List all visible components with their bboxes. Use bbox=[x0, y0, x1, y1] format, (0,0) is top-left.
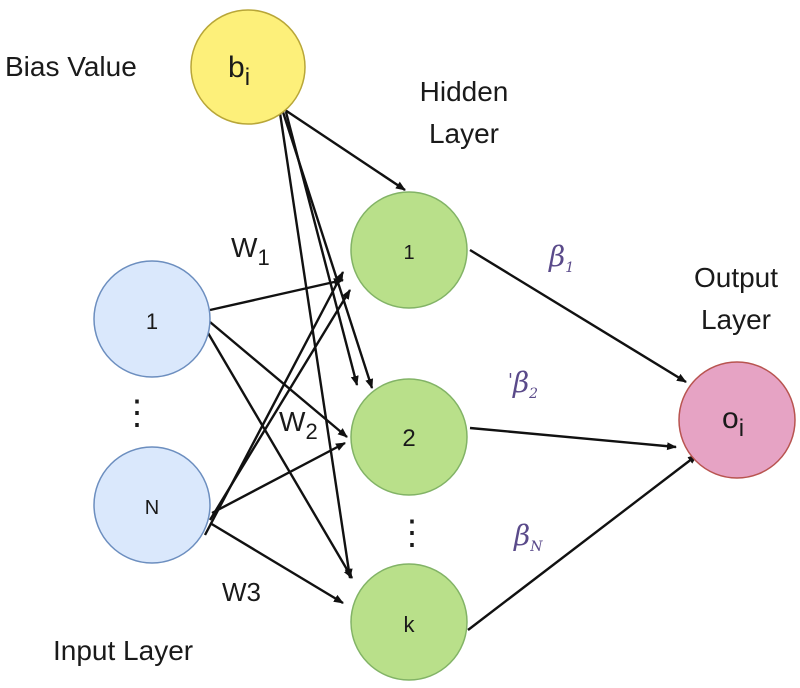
input-node-n-label: N bbox=[145, 497, 159, 519]
svg-text:W1: W1 bbox=[231, 232, 270, 270]
beta-2-symbol: β bbox=[512, 366, 529, 399]
input-edges bbox=[203, 271, 354, 605]
edge-bias-hidden-1 bbox=[284, 109, 406, 191]
weight-w1-symbol: W bbox=[231, 232, 258, 263]
hidden-layer-label-line1: Hidden bbox=[420, 76, 509, 107]
output-layer-label-line1: Output bbox=[694, 262, 778, 293]
svg-text:oi: oi bbox=[722, 402, 744, 442]
beta-n-subscript: N bbox=[529, 539, 543, 555]
weight-w1-subscript: 1 bbox=[257, 245, 269, 270]
hidden-layer-label-line2: Layer bbox=[429, 118, 499, 149]
beta-2-subscript: 2 bbox=[528, 386, 538, 402]
hidden-node-1-circle bbox=[350, 191, 468, 309]
edge-hidden-2-output bbox=[469, 426, 677, 451]
output-layer-label-line2: Layer bbox=[701, 304, 771, 335]
output-node-circle bbox=[678, 361, 796, 479]
hidden-node-k-circle bbox=[350, 563, 468, 681]
edge-input-1-hidden-1 bbox=[209, 278, 344, 312]
weight-w3-label: W3 bbox=[222, 577, 261, 607]
bias-value-label: Bias Value bbox=[5, 51, 137, 82]
edge-input-1-hidden-k bbox=[206, 332, 354, 579]
hidden-node-k-label: k bbox=[404, 612, 416, 637]
bias-edges bbox=[278, 109, 406, 579]
hidden-node-1-label: 1 bbox=[403, 242, 414, 264]
hidden-node-1: 1 bbox=[350, 191, 468, 309]
input-node-n-circle bbox=[93, 446, 211, 564]
hidden-node-2-label: 2 bbox=[402, 425, 415, 452]
edge-hidden-1-output bbox=[469, 248, 687, 384]
edge-input-n-hidden-1-b bbox=[208, 289, 352, 521]
bias-node-symbol: b bbox=[228, 51, 245, 84]
hidden-node-2-circle bbox=[350, 378, 468, 496]
edge-input-1-hidden-2 bbox=[209, 321, 348, 438]
edge-input-n-hidden-k bbox=[209, 521, 344, 605]
edge-hidden-k-output bbox=[467, 454, 698, 631]
edge-input-n-hidden-2 bbox=[211, 441, 346, 515]
output-node-symbol: o bbox=[722, 402, 739, 435]
input-node-1-label: 1 bbox=[146, 309, 158, 334]
hidden-node-k: k bbox=[350, 563, 468, 681]
edge-bias-hidden-2-b bbox=[284, 111, 359, 386]
hidden-ellipsis: ⋮ bbox=[395, 514, 429, 552]
bias-node: bi bbox=[190, 9, 306, 125]
input-node-1-circle bbox=[93, 260, 211, 378]
weight-w2-symbol: W bbox=[279, 406, 306, 437]
svg-text:bi: bi bbox=[228, 51, 250, 91]
svg-text:βN: βN bbox=[513, 519, 543, 555]
input-node-1: 1 bbox=[93, 260, 211, 378]
output-node: oi bbox=[678, 361, 796, 479]
input-node-n: N bbox=[93, 446, 211, 564]
beta-1-subscript: 1 bbox=[565, 260, 574, 276]
output-node-subscript: i bbox=[739, 415, 744, 442]
beta-1-symbol: β bbox=[548, 240, 565, 273]
input-layer-label: Input Layer bbox=[53, 635, 193, 666]
hidden-node-2: 2 bbox=[350, 378, 468, 496]
svg-text:'β2: 'β2 bbox=[508, 366, 538, 402]
bias-node-circle bbox=[190, 9, 306, 125]
beta-n-symbol: β bbox=[513, 519, 530, 552]
weight-w2-subscript: 2 bbox=[305, 419, 317, 444]
beta-2-prefix: ' bbox=[508, 370, 513, 391]
bias-node-subscript: i bbox=[245, 64, 250, 91]
svg-text:β1: β1 bbox=[548, 240, 574, 276]
input-ellipsis: ⋮ bbox=[120, 394, 154, 432]
svg-text:W2: W2 bbox=[279, 406, 318, 444]
output-edges bbox=[467, 248, 698, 631]
